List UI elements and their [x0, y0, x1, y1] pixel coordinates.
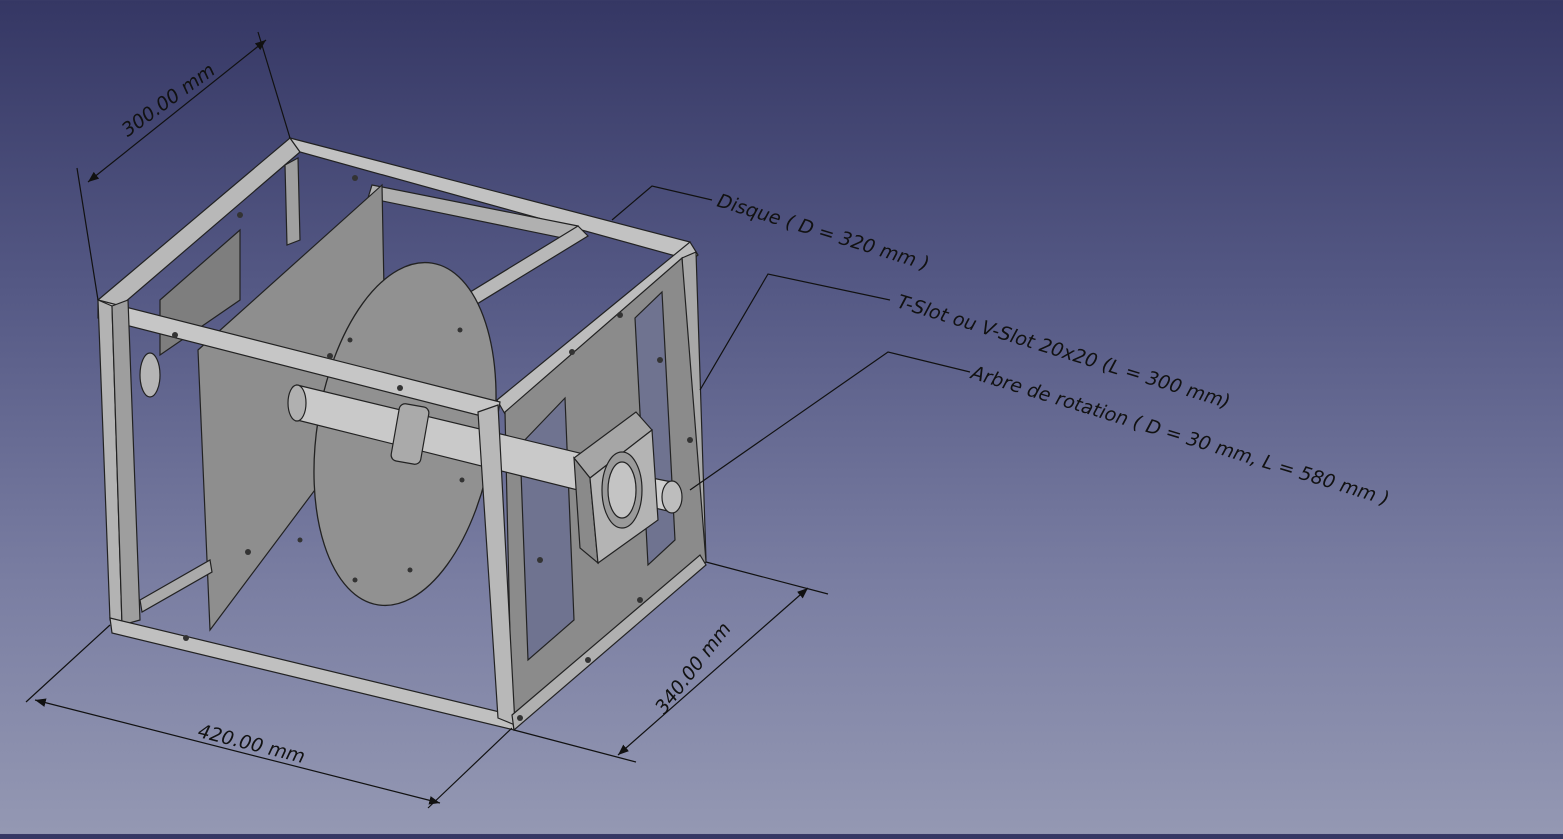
depth-label: 300.00 mm: [118, 59, 220, 141]
dimension-length[interactable]: [25, 624, 513, 809]
dimension-height[interactable]: [513, 561, 829, 763]
annotation-leaders: [611, 185, 971, 491]
length-label: 420.00 mm: [196, 720, 308, 768]
height-label: 340.00 mm: [651, 618, 736, 718]
bearing-block[interactable]: [573, 411, 659, 565]
disk-annotation: Disque ( D = 320 mm ): [715, 190, 932, 276]
bolts: [172, 175, 693, 721]
dimension-depth[interactable]: [76, 31, 291, 301]
